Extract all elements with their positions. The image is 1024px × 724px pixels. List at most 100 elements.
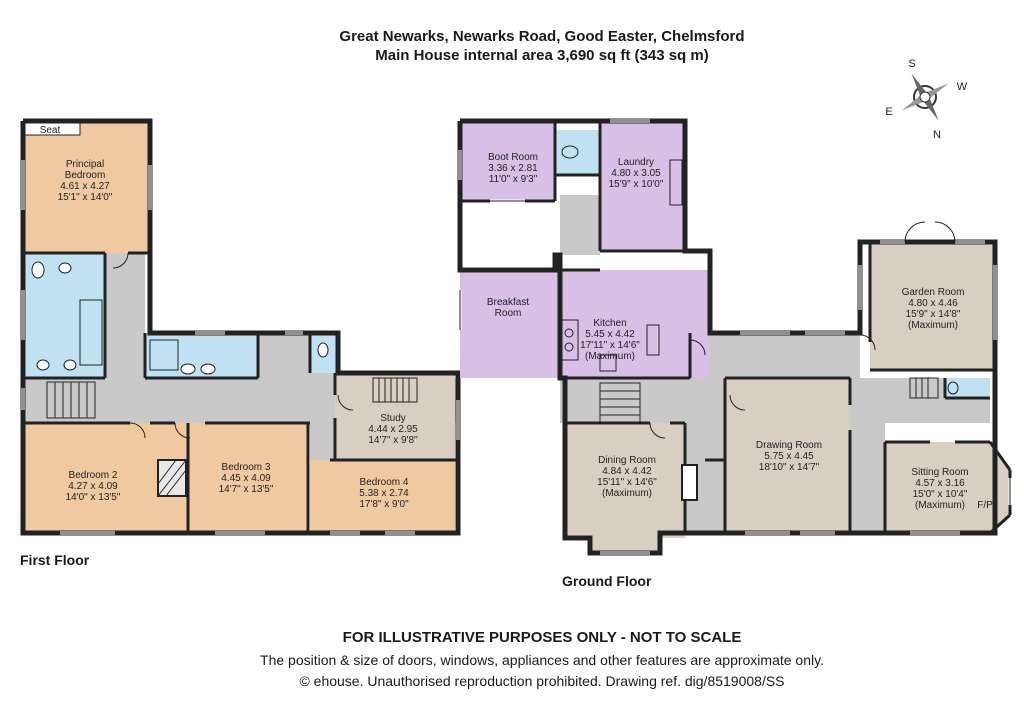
ground-floor-partitions [460,121,1012,535]
svg-text:5.38 x 2.74: 5.38 x 2.74 [359,488,409,499]
copyright-text: © ehouse. Unauthorised reproduction proh… [299,673,785,689]
svg-text:4.45 x 4.09: 4.45 x 4.09 [221,473,271,484]
svg-text:Bedroom: Bedroom [65,170,106,181]
svg-text:15'9" x 10'0": 15'9" x 10'0" [609,179,664,190]
dining-fireplace [681,464,698,501]
svg-text:17'11" x 14'6": 17'11" x 14'6" [580,340,640,351]
sitting-room [885,442,1010,533]
compass-rose-icon: S W E N [885,58,967,141]
page-title: Great Newarks, Newarks Road, Good Easter… [339,28,745,45]
compass-w: W [957,81,968,93]
svg-text:Dining Room: Dining Room [598,455,656,466]
compass-s: S [908,58,915,70]
svg-text:4.61 x 4.27: 4.61 x 4.27 [60,181,110,192]
svg-text:Study: Study [380,413,406,424]
first-floor-partitions [23,251,458,533]
laundry [600,121,685,251]
svg-text:15'11" x 14'6": 15'11" x 14'6" [597,477,657,488]
principal-bedroom [23,121,150,253]
laundry-label: Laundry 4.80 x 3.05 15'9" x 10'0" [609,157,664,190]
ground-floor-window-marks [459,120,1011,554]
svg-text:Breakfast: Breakfast [487,297,529,308]
first-floor-fixtures [31,261,329,375]
compass-e: E [885,106,892,118]
svg-text:4.80 x 3.05: 4.80 x 3.05 [611,168,661,179]
svg-text:Drawing Room: Drawing Room [756,440,822,451]
staircase-first [46,377,418,419]
ground-floor-walls [457,118,998,556]
bedroom-3-label: Bedroom 3 4.45 x 4.09 14'7" x 13'5" [219,462,274,495]
svg-text:18'10" x 14'7": 18'10" x 14'7" [759,462,820,473]
bedroom-4-label: Bedroom 4 5.38 x 2.74 17'8" x 9'0" [359,477,409,510]
svg-text:5.75 x 4.45: 5.75 x 4.45 [764,451,814,462]
svg-text:Sitting Room: Sitting Room [911,467,968,478]
svg-text:Bedroom 3: Bedroom 3 [222,462,271,473]
internal-area: Main House internal area 3,690 sq ft (34… [375,47,709,64]
svg-text:14'7" x 13'5": 14'7" x 13'5" [219,484,274,495]
svg-text:4.80 x 4.46: 4.80 x 4.46 [908,298,958,309]
svg-text:(Maximum): (Maximum) [602,488,652,499]
study-label: Study 4.44 x 2.95 14'7" x 9'8" [368,413,418,446]
svg-text:Bedroom 4: Bedroom 4 [360,477,409,488]
landing-corridor [105,253,145,383]
compass-n: N [933,129,941,141]
garden-room-label: Garden Room 4.80 x 4.46 15'9" x 14'8" (M… [902,287,965,331]
kitchen-fixtures [559,145,959,395]
door-swings [112,221,956,439]
disclaimer-heading: FOR ILLUSTRATIVE PURPOSES ONLY - NOT TO … [342,629,742,646]
drawing-room [725,378,850,533]
svg-text:15'1" x 14'0": 15'1" x 14'0" [58,192,113,203]
svg-text:14'7" x 9'8": 14'7" x 9'8" [368,435,418,446]
rear-passage [560,195,600,255]
svg-text:5.45 x 4.42: 5.45 x 4.42 [585,329,635,340]
svg-text:(Maximum): (Maximum) [915,500,965,511]
hall-upper [690,333,860,378]
svg-text:3.36 x 2.81: 3.36 x 2.81 [488,163,538,174]
kitchen-label: Kitchen 5.45 x 4.42 17'11" x 14'6" (Maxi… [580,318,640,362]
svg-text:4.84 x 4.42: 4.84 x 4.42 [602,466,652,477]
svg-text:4.27 x 4.09: 4.27 x 4.09 [68,481,118,492]
garden-room [870,242,995,370]
svg-text:4.57 x 3.16: 4.57 x 3.16 [915,478,965,489]
svg-text:Garden Room: Garden Room [902,287,965,298]
hall-east [850,423,885,533]
dining-room [565,423,685,538]
study [335,373,455,460]
first-floor-plan: Seat Principal Bedroom 4.61 x 4.27 15'1"… [20,118,461,536]
svg-text:Room: Room [495,308,522,319]
ground-floor-plan: Boot Room 3.36 x 2.81 11'0" x 9'3" Laund… [112,118,1012,556]
breakfast-room-label: Breakfast Room [487,297,529,319]
svg-text:14'0" x 13'5": 14'0" x 13'5" [66,492,121,503]
wc-ground [945,378,990,398]
seat-label: Seat [40,125,61,136]
svg-text:Bedroom 2: Bedroom 2 [69,470,118,481]
svg-text:(Maximum): (Maximum) [908,320,958,331]
bedroom-2-label: Bedroom 2 4.27 x 4.09 14'0" x 13'5" [66,470,121,503]
dining-room-label: Dining Room 4.84 x 4.42 15'11" x 14'6" (… [597,455,657,499]
svg-text:Principal: Principal [66,159,104,170]
svg-text:15'9" x 14'8": 15'9" x 14'8" [906,309,961,320]
first-floor-label: First Floor [20,552,90,568]
bedroom-4 [310,460,455,533]
landing-passage [310,418,335,463]
principal-bedroom-label: Principal Bedroom 4.61 x 4.27 15'1" x 14… [58,159,113,203]
svg-text:Boot Room: Boot Room [488,152,538,163]
svg-text:11'0" x 9'3": 11'0" x 9'3" [489,174,538,185]
svg-text:15'0" x 10'4": 15'0" x 10'4" [913,489,968,500]
svg-text:(Maximum): (Maximum) [585,351,635,362]
drawing-room-label: Drawing Room 5.75 x 4.45 18'10" x 14'7" [756,440,822,473]
svg-text:Kitchen: Kitchen [593,318,626,329]
ground-floor-label: Ground Floor [562,573,652,589]
sitting-room-label: Sitting Room 4.57 x 3.16 15'0" x 10'4" (… [911,467,968,511]
window-seat [24,122,81,136]
svg-text:Laundry: Laundry [618,157,654,168]
svg-text:17'8" x 9'0": 17'8" x 9'0" [359,499,409,510]
svg-text:4.44 x 2.95: 4.44 x 2.95 [368,424,418,435]
dining-bay [590,538,660,553]
first-floor-window-marks [22,160,459,534]
kitchen-breakfast [460,270,710,378]
boot-room [460,121,555,201]
bedroom-3 [188,423,308,533]
boot-room-label: Boot Room 3.36 x 2.81 11'0" x 9'3" [488,152,538,185]
